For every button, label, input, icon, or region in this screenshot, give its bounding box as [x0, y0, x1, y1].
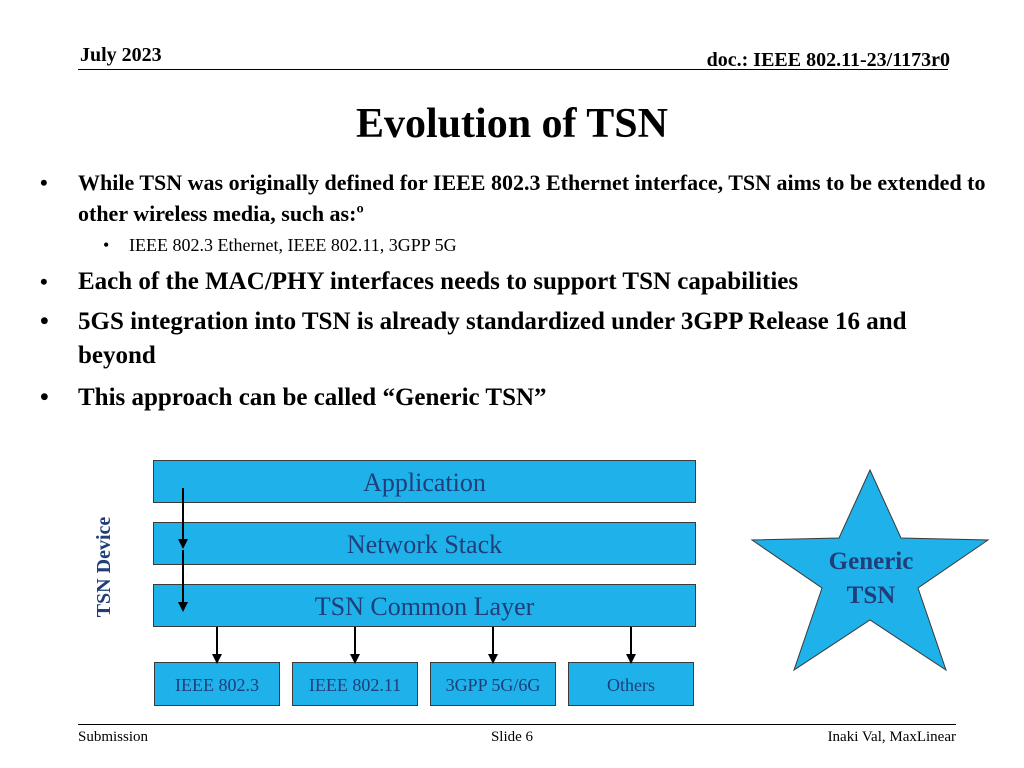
interface-ieee-802-11: IEEE 802.11: [292, 662, 418, 706]
header-date: July 2023: [80, 44, 162, 66]
layer-network-stack: Network Stack: [153, 522, 696, 565]
bullet-1-sub: • IEEE 802.3 Ethernet, IEEE 802.11, 3GPP…: [40, 232, 990, 258]
generic-tsn-line1: Generic: [828, 548, 914, 575]
bullet-dot: •: [40, 384, 49, 411]
footer-divider: [78, 724, 956, 725]
bullet-2: • Each of the MAC/PHY interfaces needs t…: [40, 265, 990, 299]
header-divider: [78, 69, 948, 70]
footer-submission: Submission: [78, 729, 149, 745]
bullet-1-text: While TSN was originally defined for IEE…: [78, 170, 986, 226]
interface-ieee-802-3: IEEE 802.3: [154, 662, 280, 706]
header-doc-id: doc.: IEEE 802.11-23/1173r0: [706, 49, 950, 71]
bullet-3-text: 5GS integration into TSN is already stan…: [78, 308, 907, 369]
interface-3gpp-5g-6g: 3GPP 5G/6G: [430, 662, 556, 706]
generic-tsn-label: Generic TSN: [806, 545, 936, 613]
slide-title: Evolution of TSN: [356, 101, 668, 147]
bullet-list: • While TSN was originally defined for I…: [40, 167, 990, 415]
layer-application: Application: [153, 460, 696, 503]
footer-slide-number: Slide 6: [490, 729, 534, 745]
down-arrows: [178, 488, 636, 664]
bullet-4-text: This approach can be called “Generic TSN…: [78, 384, 547, 411]
generic-tsn-line2: TSN: [846, 582, 896, 609]
bullet-3: • 5GS integration into TSN is already st…: [40, 305, 990, 373]
generic-tsn-star: [750, 468, 990, 672]
bullet-4: • This approach can be called “Generic T…: [40, 381, 990, 415]
footer-author: Inaki Val, MaxLinear: [827, 729, 956, 745]
sub-bullet-dot: •: [103, 235, 110, 255]
bullet-dot: •: [40, 170, 48, 195]
bullet-dot: •: [40, 269, 48, 294]
bullet-1: • While TSN was originally defined for I…: [40, 167, 990, 229]
bullet-1-sub-text: IEEE 802.3 Ethernet, IEEE 802.11, 3GPP 5…: [129, 235, 457, 255]
bullet-2-text: Each of the MAC/PHY interfaces needs to …: [78, 268, 799, 295]
bullet-dot: •: [40, 308, 49, 335]
layer-tsn-common: TSN Common Layer: [153, 584, 696, 627]
